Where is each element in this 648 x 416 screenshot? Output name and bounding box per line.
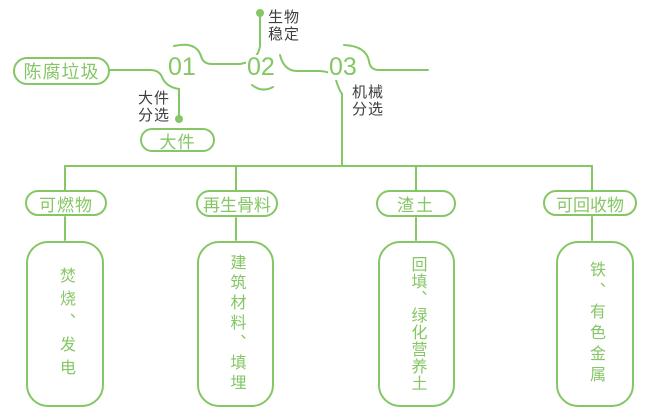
result-text: 回填、绿化营养土 — [408, 256, 426, 392]
arc-03-out — [343, 44, 429, 71]
node-category-slag-soil: 渣土 — [376, 190, 456, 217]
result-text: 焚烧、发电 — [57, 266, 74, 382]
node-result-backfill-nutrient-soil: 回填、绿化营养土 — [378, 241, 455, 407]
arc-02-to-03 — [279, 54, 319, 72]
step-label-mechanical-sorting: 机械 分选 — [352, 84, 385, 118]
node-category-combustibles: 可燃物 — [25, 190, 107, 216]
line-03-trunk — [317, 70, 343, 167]
step-label-bulky-sorting: 大件 分选 — [138, 90, 171, 124]
category-label: 可燃物 — [39, 195, 93, 215]
node-category-recyclables: 可回收物 — [543, 190, 637, 216]
node-result-building-materials-landfill: 建筑材料、填埋 — [197, 241, 274, 407]
connector-dot-bottom — [175, 115, 183, 123]
arc-02-bottom — [251, 84, 274, 91]
node-bulky-output-label: 大件 — [159, 132, 196, 152]
node-result-iron-nonferrous: 铁、有色金属 — [556, 241, 634, 407]
step-number-01: 01 — [167, 53, 197, 81]
category-label: 可回收物 — [556, 195, 624, 215]
node-category-recycled-aggregate: 再生骨料 — [196, 190, 278, 217]
arc-01-to-02 — [173, 43, 241, 65]
category-label: 渣土 — [397, 196, 435, 215]
result-text: 铁、有色金属 — [587, 261, 604, 387]
connector-dot-top — [256, 9, 264, 17]
step-number-03: 03 — [328, 53, 358, 81]
node-result-incineration-power: 焚烧、发电 — [26, 241, 104, 407]
result-text: 建筑材料、填埋 — [227, 254, 245, 394]
step-number-02: 02 — [246, 53, 276, 81]
step-label-bio-stabilization: 生物 稳定 — [268, 9, 301, 43]
node-source-label: 陈腐垃圾 — [23, 62, 100, 82]
node-bulky-output: 大件 — [140, 128, 215, 152]
category-label: 再生骨料 — [203, 196, 271, 215]
node-source: 陈腐垃圾 — [13, 57, 110, 85]
line-source-to-01 — [109, 69, 180, 116]
